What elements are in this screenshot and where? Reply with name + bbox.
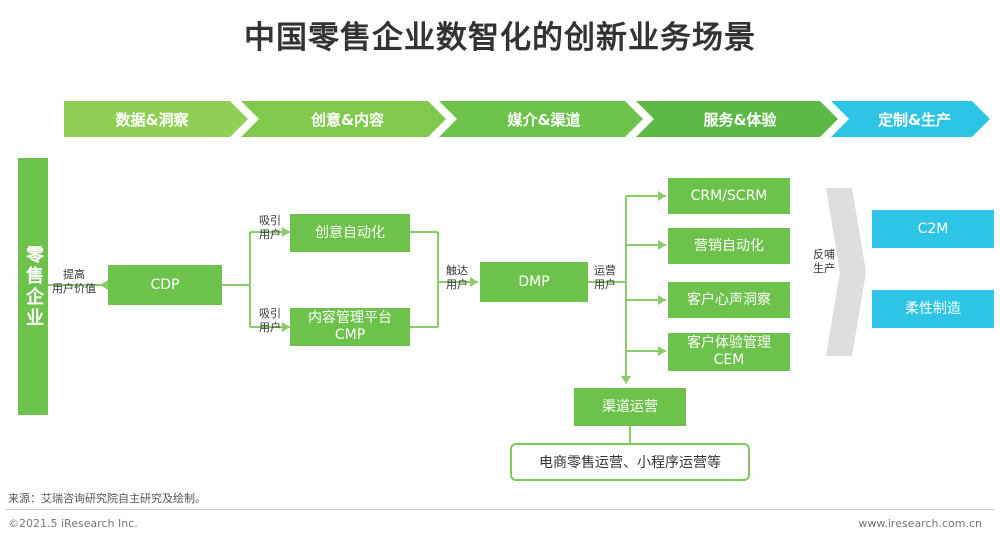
stage-arrow-media	[439, 101, 643, 137]
node-cdp: CDP	[108, 265, 222, 305]
stage-label-production: 定制&生产	[877, 110, 952, 129]
stage-label-service: 服务&体验	[703, 110, 777, 129]
stage-label-media: 媒介&渠道	[507, 110, 581, 129]
label-reach: 触达 用户	[446, 264, 468, 291]
label-attract-1: 吸引 用户	[259, 214, 281, 241]
stage-label-creative: 创意&内容	[310, 110, 385, 129]
node-flexible-manufacturing: 柔性制造	[872, 290, 994, 328]
label-improve-value: 提高 用户价值	[52, 268, 96, 295]
stage-arrow-creative	[241, 101, 446, 137]
node-cmp: 内容管理平台 CMP	[290, 308, 410, 346]
stage-label-data: 数据&洞察	[115, 110, 189, 129]
node-voc: 客户心声洞察	[668, 282, 790, 318]
copyright: ©2021.5 iResearch Inc.	[8, 517, 138, 530]
footer-divider	[6, 509, 994, 510]
stage-arrow-production	[831, 101, 990, 137]
node-dmp: DMP	[480, 262, 588, 302]
page-title: 中国零售企业数智化的创新业务场景	[244, 20, 756, 56]
label-feedback: 反哺 生产	[813, 248, 835, 275]
retail-company-label: 零售企业	[23, 244, 44, 329]
stage-arrow-service	[636, 101, 838, 137]
retail-company-bar: 零售企业	[18, 158, 48, 415]
source-note: 来源：艾瑞咨询研究院自主研究及绘制。	[8, 492, 206, 505]
node-creative-automation: 创意自动化	[290, 214, 410, 252]
node-ecommerce: 电商零售运营、小程序运营等	[510, 443, 750, 481]
feedback-chevron	[826, 188, 866, 356]
node-c2m: C2M	[872, 210, 994, 248]
label-operate: 运营 用户	[594, 264, 616, 291]
node-marketing-automation: 营销自动化	[668, 228, 790, 264]
node-channel-ops: 渠道运营	[574, 388, 686, 426]
node-cem: 客户体验管理 CEM	[668, 333, 790, 371]
stage-arrow-data	[64, 101, 248, 137]
node-crm: CRM/SCRM	[668, 178, 790, 214]
label-attract-2: 吸引 用户	[259, 307, 281, 334]
website: www.iresearch.com.cn	[858, 517, 982, 530]
